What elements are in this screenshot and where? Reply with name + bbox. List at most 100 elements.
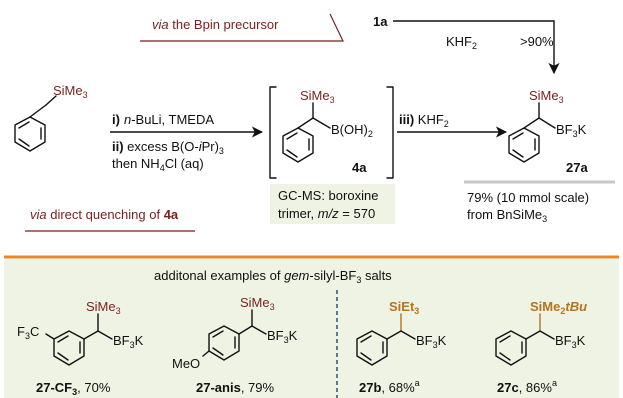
khf2-top-sub: 2 (472, 41, 477, 51)
bf3k-cf3-main: BF (113, 333, 130, 348)
khf2-top: KHF2 (446, 34, 477, 51)
bf3k-27c-sub: 3 (572, 340, 577, 350)
ring-double-bond (57, 352, 69, 361)
example-27-cf3: F3C SiMe3 BF3K 27-CF3, 70% (17, 299, 144, 397)
top-route-arrow (393, 20, 560, 75)
label-27b: 27b, 68%a (359, 378, 420, 395)
step-i-num: i) (112, 112, 120, 127)
siet3-main: SiEt (389, 299, 415, 314)
ring-double-bond (286, 132, 298, 140)
via-direct-prefix: via (30, 207, 47, 222)
label-27-anis-main: 27-anis (196, 380, 241, 395)
yield-27a-line1: 79% (10 mmol scale) (467, 190, 589, 205)
cf3-group: F3C (17, 324, 39, 341)
ring-double-bond (286, 149, 298, 158)
sime3-anis-main: SiMe (240, 295, 270, 310)
label-27b-main: 27b (359, 380, 381, 395)
step-ii-ipr: i (199, 139, 203, 154)
sime3-cf3: SiMe3 (86, 299, 121, 316)
ring-double-bond (18, 138, 30, 147)
sime2tbu-rest: tBu (565, 299, 587, 314)
step-iii-num: iii) (399, 112, 414, 127)
bf3k-27b-main: BF (416, 333, 433, 348)
label-4a: 4a (352, 160, 367, 175)
examples-header-a: additonal examples of (154, 268, 284, 283)
bf3k-27a-k: K (578, 122, 587, 137)
gcms-panel (270, 184, 395, 224)
via-bpin-text: via the Bpin precursor (152, 17, 279, 32)
bf3k-27b-k: K (438, 333, 447, 348)
bf3k-cf3-k: K (135, 333, 144, 348)
boh2-main: B(OH) (331, 122, 368, 137)
ring-double-bond (499, 335, 511, 343)
bracket-right (386, 86, 394, 179)
step-ii-line2-sub: 4 (160, 163, 165, 173)
ch-b-bond (97, 330, 113, 340)
label-27c-yield: , 86% (519, 380, 553, 395)
bf3k-27c: BF3K (555, 333, 586, 350)
label-27-anis-yield: , 79% (241, 380, 275, 395)
step-i-rest: -BuLi, TMEDA (131, 112, 214, 127)
step-ii-rest2: Pr) (202, 139, 219, 154)
cf3-sub: 3 (25, 331, 30, 341)
step-i: i)n-BuLi, TMEDA (112, 112, 214, 127)
sime3-27a-sub: 3 (559, 95, 564, 105)
sime3-27a: SiMe3 (529, 88, 564, 105)
ring-ch-bond (83, 330, 99, 340)
siet3-27b: SiEt3 (389, 299, 419, 316)
sime3-cf3-main: SiMe (86, 299, 116, 314)
gcms-line1: GC-MS: boroxine (278, 188, 378, 203)
benzene-ring-4a (282, 127, 314, 163)
gcms-mz: m/z (318, 206, 339, 221)
via-bpin-banner: via the Bpin precursor (140, 13, 344, 42)
intermediate-4a: SiMe3 B(OH)2 4a (269, 86, 394, 179)
examples-header-b: -silyl-BF (309, 268, 356, 283)
yield-27a-line2-main: from BnSiMe (467, 207, 542, 222)
ring-double-bond (212, 330, 224, 338)
example-27b: SiEt3 BF3K 27b, 68%a (356, 299, 447, 395)
ring-ch-bond (297, 117, 314, 129)
siet3-sub: 3 (414, 306, 419, 316)
bf3k-27c-main: BF (555, 333, 572, 348)
yield-27a-line2: from BnSiMe3 (467, 207, 547, 224)
examples-header-sub: 3 (356, 275, 361, 285)
via-direct-text: via direct quenching of 4a (30, 207, 179, 222)
ring-double-bond (212, 347, 224, 356)
label-27-anis: 27-anis, 79% (196, 380, 274, 395)
step-iii-rest: KHF (414, 112, 444, 127)
khf2-top-main: KHF (446, 34, 472, 49)
sime3-4a: SiMe3 (300, 88, 335, 105)
label-27c-main: 27c (497, 380, 519, 395)
ring-ch-bond (523, 117, 540, 129)
yield-27a-line2-sub: 3 (542, 214, 547, 224)
ring-double-bond (360, 352, 372, 361)
start-material-bnsime3: SiMe3 (14, 83, 88, 152)
bf3k-27b-sub: 3 (433, 340, 438, 350)
label-27-cf3-sub: 3 (72, 387, 77, 397)
yield-top: >90% (520, 34, 554, 49)
benzene-ring-27a (508, 127, 540, 163)
label-27b-yield: , 68% (381, 380, 415, 395)
gcms-line2-b: = 570 (339, 206, 376, 221)
ring-double-bond (57, 335, 69, 343)
step-ii-rest1: excess B(O- (124, 139, 199, 154)
step-iii-sub: 2 (444, 119, 449, 129)
bf3k-27a-sub: 3 (573, 129, 578, 139)
example-27-anis: MeO SiMe3 BF3K 27-anis, 79% (172, 295, 298, 395)
sime3-27a-main: SiMe (529, 88, 559, 103)
ring-double-bond (360, 335, 372, 343)
sime3-4a-main: SiMe (300, 88, 330, 103)
examples-header: additonal examples of gem-silyl-BF3 salt… (154, 268, 392, 285)
sime2tbu-27c: SiMe2tBu (530, 299, 587, 316)
ch-b-bond (400, 330, 416, 340)
label-27-cf3-yield: , 70% (77, 380, 111, 395)
bf3k-cf3-sub: 3 (130, 340, 135, 350)
bf3k-27a: BF3K (556, 122, 587, 139)
bf3k-27c-k: K (577, 333, 586, 348)
label-27a: 27a (566, 160, 588, 175)
step-ii: ii) excess B(O-iPr)3 (112, 139, 224, 156)
benzylic-bond (29, 104, 47, 118)
boh2-sub: 2 (368, 129, 373, 139)
sime3-start: SiMe3 (53, 83, 88, 100)
